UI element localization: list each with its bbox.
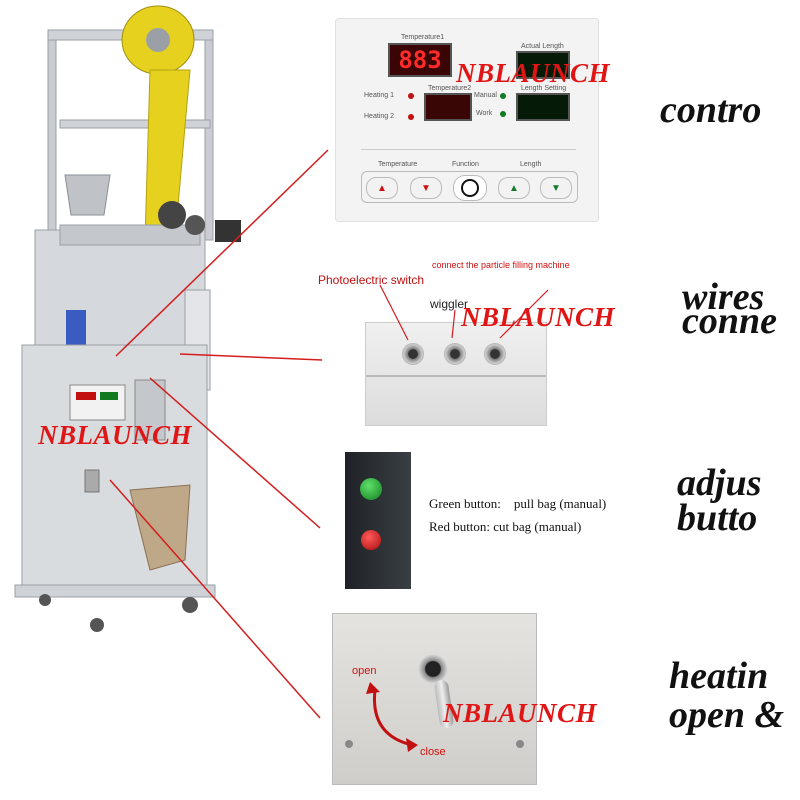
actual-length-label: Actual Length — [521, 43, 564, 50]
heading-heating-line1: heatin — [669, 655, 769, 697]
heading-adjust-line2: butto — [677, 497, 758, 539]
leader-line-heating — [109, 479, 321, 719]
panel-seam — [366, 375, 546, 377]
leader-line-adjust — [149, 377, 321, 529]
wiggler-connector — [444, 343, 466, 365]
close-label: close — [420, 746, 446, 758]
adjust-buttons-photo — [345, 452, 411, 589]
length-up-button[interactable]: ▲ — [498, 177, 530, 199]
open-label: open — [352, 665, 377, 677]
heading-wires-line2: conne — [682, 300, 777, 342]
watermark-control: NBLAUNCH — [456, 58, 611, 88]
control-divider — [361, 149, 576, 150]
work-label: Work — [476, 110, 493, 117]
photoelectric-switch-connector — [402, 343, 424, 365]
leader-line-control — [115, 149, 329, 357]
triangle-up-icon: ▲ — [509, 182, 519, 194]
temperature-group-label: Temperature — [378, 161, 418, 168]
temperature-up-button[interactable]: ▲ — [366, 177, 398, 199]
heating-switch-photo — [332, 613, 537, 785]
photoelectric-switch-label: Photoelectric switch — [318, 273, 425, 287]
length-setting-label: Length Setting — [521, 85, 567, 92]
heading-adjust-line1: adjus — [677, 462, 762, 504]
leader-line-wires — [179, 353, 323, 361]
triangle-down-icon: ▼ — [551, 182, 561, 194]
manual-indicator — [500, 93, 506, 99]
keypad-frame — [361, 171, 578, 203]
function-group-label: Function — [452, 161, 479, 168]
temperature-down-button[interactable]: ▼ — [410, 177, 442, 199]
heading-control: contro — [660, 89, 762, 131]
function-button[interactable] — [453, 175, 487, 201]
red-button-description: Red button: cut bag (manual) — [429, 519, 582, 534]
wiggler-label: wiggler — [430, 297, 469, 311]
temp2-display — [424, 93, 472, 121]
heating1-label: Heating 1 — [364, 92, 394, 99]
red-cut-bag-button[interactable] — [361, 530, 381, 550]
temp2-label: Temperature2 — [428, 85, 472, 92]
screw-right — [516, 740, 524, 748]
heating1-indicator — [408, 93, 414, 99]
watermark-machine: NBLAUNCH — [38, 420, 193, 450]
triangle-down-icon: ▼ — [421, 182, 431, 194]
green-pull-bag-button[interactable] — [360, 478, 382, 500]
temp1-display: 883 — [388, 43, 452, 77]
length-group-label: Length — [520, 161, 542, 168]
heading-heating-line2: open & — [669, 694, 785, 736]
heating2-label: Heating 2 — [364, 113, 394, 120]
control-panel-photo: Temperature1 883 Heating 1 Heating 2 Tem… — [335, 18, 599, 222]
green-button-description: Green button: pull bag (manual) — [429, 496, 607, 511]
heading-wires-line1: wires — [682, 276, 765, 318]
heating2-indicator — [408, 114, 414, 120]
wires-connection-photo — [365, 322, 547, 426]
temp1-label: Temperature1 — [401, 34, 445, 41]
triangle-up-icon: ▲ — [377, 182, 387, 194]
actual-length-display — [516, 51, 570, 79]
screw-left — [345, 740, 353, 748]
length-down-button[interactable]: ▼ — [540, 177, 572, 199]
particle-filler-connector — [484, 343, 506, 365]
watermark-heating: NBLAUNCH — [443, 698, 598, 728]
work-indicator — [500, 111, 506, 117]
manual-label: Manual — [474, 92, 497, 99]
connect-machine-label: connect the particle filling machine — [432, 260, 570, 270]
heating-lever[interactable] — [418, 654, 448, 684]
watermark-wires: NBLAUNCH — [461, 302, 616, 332]
packing-machine-illustration — [14, 5, 241, 632]
length-setting-display — [516, 93, 570, 121]
circle-icon — [461, 179, 479, 197]
